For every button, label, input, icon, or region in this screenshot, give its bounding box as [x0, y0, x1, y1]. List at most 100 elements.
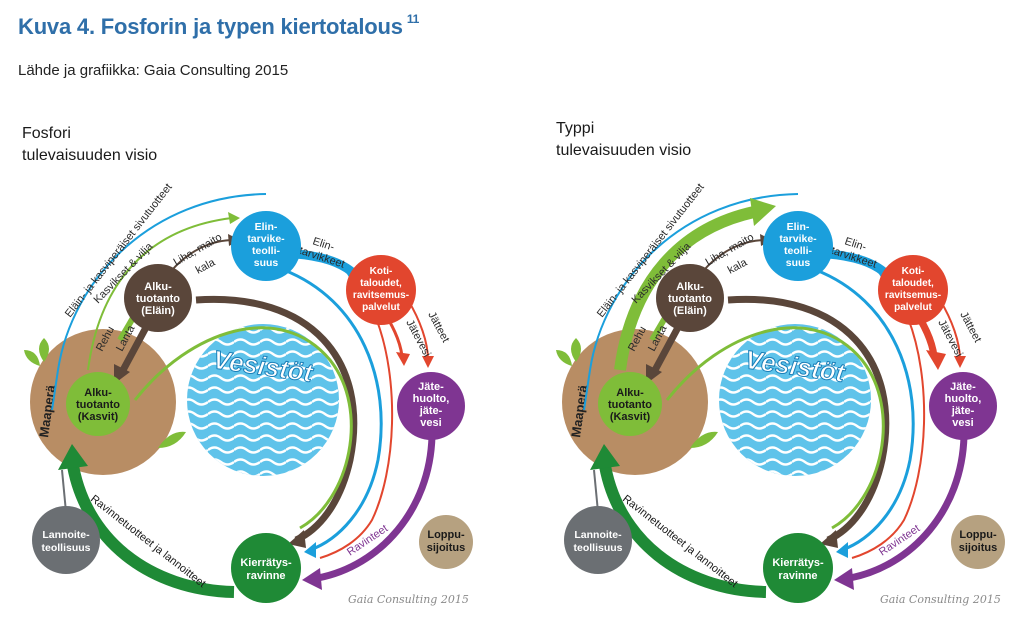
node-elin-label: Elin-tarvike-teolli-suus [247, 221, 285, 269]
node-jatehuolto [397, 372, 465, 440]
diagram-label-name: Fosfori [22, 125, 71, 142]
arc-koti-kierratys [319, 317, 394, 559]
node-loppusijoitus [951, 515, 1005, 569]
node-koti-line: palvelut [894, 302, 932, 313]
arrowhead [422, 356, 434, 368]
leaf-icon [690, 431, 718, 448]
arrowhead [288, 530, 306, 548]
node-elain-line: (Eläin) [141, 305, 175, 317]
node-lannoiteteollisuus [32, 506, 100, 574]
arrowhead [836, 542, 848, 558]
node-kierr-line: ravinne [778, 570, 817, 582]
node-elain-label: Alku-tuotanto(Eläin) [136, 281, 180, 317]
arrow-elintarvikkeet [827, 249, 887, 276]
node-loppu-line: sijoitus [427, 542, 466, 554]
node-elain-line: Alku- [676, 281, 704, 293]
arrowhead [590, 444, 620, 470]
flow-label-jatevesi: Jätevesi [403, 318, 433, 359]
arrow-kasvikset [614, 206, 756, 371]
node-koti-line: ravitsemus- [885, 290, 941, 301]
node-elin-line: Elin- [787, 221, 810, 233]
node-elin-line: suus [254, 257, 279, 269]
node-kasvit-label: Alku-tuotanto(Kasvit) [608, 387, 652, 423]
arrowhead [820, 530, 838, 548]
node-loppu-line: sijoitus [959, 542, 998, 554]
arrow-sivutuotteet [51, 193, 267, 411]
node-jate-line: Jäte- [950, 381, 976, 393]
node-elain-line: tuotanto [136, 293, 180, 305]
node-elin-line: tarvike- [779, 233, 817, 245]
node-kasvit-label: Alku-tuotanto(Kasvit) [76, 387, 120, 423]
node-loppu-line: Loppu- [959, 529, 997, 541]
node-lannoite-line: teollisuus [41, 542, 90, 554]
diagram-label-subtitle: tulevaisuuden visio [556, 142, 692, 159]
node-kierratysravinne [763, 533, 833, 603]
diagram-credit: Gaia Consulting 2015 [880, 593, 1001, 606]
figure-title-text: Kuva 4. Fosforin ja typen kiertotalous [18, 14, 403, 39]
arrowhead [954, 356, 966, 368]
phosphorus-diagram: Fosfori tulevaisuuden visio Maaperä Vesi… [22, 125, 473, 606]
node-jate-line: huolto, [413, 393, 450, 405]
diagram-label-subtitle: tulevaisuuden visio [22, 147, 158, 164]
arc-ravinnetuotteet [66, 459, 235, 598]
arc-elin-kierratys [283, 268, 383, 552]
arc-koti-kierratys [851, 317, 926, 559]
node-kierr-label: Kierrätys-ravinne [772, 557, 824, 582]
node-koti-line: Koti- [370, 266, 393, 277]
node-jate-line: jäte- [951, 405, 975, 417]
node-kasvit-line: (Kasvit) [610, 411, 651, 423]
node-elain-line: (Eläin) [673, 305, 707, 317]
arc-eläin-kierratys [195, 295, 358, 544]
figure-source: Lähde ja grafiikka: Gaia Consulting 2015 [18, 62, 289, 79]
leaf-icon [24, 338, 49, 366]
flow-label-jatteet: Jätteet [957, 310, 983, 345]
node-koti-line: Koti- [902, 266, 925, 277]
node-kasvit-line: tuotanto [608, 399, 652, 411]
arrowhead [926, 350, 946, 370]
node-kasvit-line: tuotanto [76, 399, 120, 411]
arrow-lannoite [61, 469, 67, 513]
water-waves [187, 324, 339, 476]
cycle-diagram-svg: Maaperä Vesistöt Eläin- ja kasviperäiset… [556, 181, 1005, 606]
water-waves [719, 324, 871, 476]
node-lannoite-label: Lannoite-teollisuus [573, 529, 622, 554]
node-kierr-label: Kierrätys-ravinne [240, 557, 292, 582]
node-lannoite-line: Lannoite- [574, 529, 622, 541]
node-kierr-line: ravinne [246, 570, 285, 582]
arrowhead [302, 568, 322, 590]
node-lannoite-line: teollisuus [573, 542, 622, 554]
node-lannoite-label: Lannoite-teollisuus [41, 529, 90, 554]
arrow-liha [171, 239, 235, 271]
arrowhead [646, 364, 662, 384]
flow-label-elintarvikkeet: Elin-tarvikkeet [830, 232, 882, 270]
node-elain-line: tuotanto [668, 293, 712, 305]
node-elintarviketeollisuus [763, 211, 833, 281]
node-elain [656, 264, 724, 332]
node-jate-line: Jäte- [418, 381, 444, 393]
node-koti-label: Koti-taloudet,ravitsemus-palvelut [353, 266, 409, 313]
node-kasvit-line: (Kasvit) [78, 411, 119, 423]
node-loppusijoitus [419, 515, 473, 569]
node-jatehuolto [929, 372, 997, 440]
soil-label: Maaperä [36, 383, 58, 438]
node-elain [124, 264, 192, 332]
node-kasvit [598, 372, 662, 436]
node-koti-line: taloudet, [892, 278, 934, 289]
node-elin-label: Elin-tarvike-teolli-suus [779, 221, 817, 269]
node-kasvit [66, 372, 130, 436]
node-koti-line: taloudet, [360, 278, 402, 289]
node-koti-line: ravitsemus- [353, 290, 409, 301]
leaf-icon [158, 431, 186, 448]
arc-ravinteet [317, 435, 436, 582]
flow-label-kala: kala [726, 256, 750, 276]
arc-ravinnetuotteet [598, 459, 767, 598]
cycle-diagram-svg: Maaperä Vesistöt E [24, 181, 473, 606]
node-koti-label: Koti-taloudet,ravitsemus-palvelut [885, 266, 941, 313]
arrowhead [750, 198, 776, 226]
node-loppu-label: Loppu-sijoitus [427, 529, 466, 554]
node-koti-line: palvelut [362, 302, 400, 313]
diagram-label: Typpi tulevaisuuden visio [556, 118, 691, 162]
node-loppu-line: Loppu- [427, 529, 465, 541]
node-elintarviketeollisuus [231, 211, 301, 281]
leaf-icon [556, 338, 581, 366]
